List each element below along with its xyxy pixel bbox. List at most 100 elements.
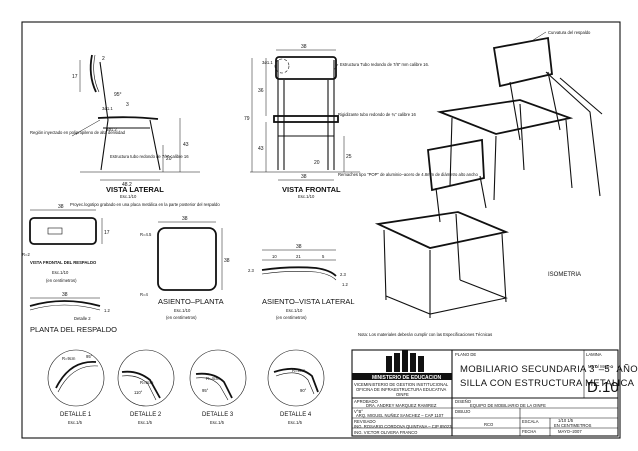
frontal-title: VISTA FRONTAL [282,185,341,194]
frontal-dim-25: 25 [346,154,352,160]
isometric-view: Curvatura del respaldo ISOMETRIA [374,30,603,318]
lateral-seat [97,116,159,120]
frontal-note-rig: Rigidizante tubo redondo de ¾" calibre 1… [338,112,417,117]
frontal-dim-36: 36 [258,88,264,94]
respaldo-shape [29,217,97,245]
tb-lamina-label: LAMINA [586,352,602,357]
tb-aprobado: DRA. ANDREY MARQUEZ RAMIREZ [366,403,437,408]
detail-3-title: DETALLE 3 [202,412,234,418]
asiento-lateral-dim-23b: 2.3 [340,272,346,277]
detail-1-scale: Esc.1/5 [68,420,83,425]
respaldo-scale: Esc.1/10 [52,270,69,275]
tb-revisado1: ING. ROSARIO CORDOVA QUINTANA – CIP 8502… [354,424,452,429]
lateral-dim-r1: 3ø1.1 [102,106,113,111]
lateral-dim-20: 20 [166,156,172,162]
frontal-note-tube: Estructura Tubo redondo de 7/8" mm calib… [340,62,429,67]
asiento-lateral-dim-38: 38 [296,244,302,250]
tb-escala-label: ESCALA [522,419,539,424]
detail-4-a: 90° [300,388,307,393]
tb-ministry: MINISTERIO DE EDUCACION [372,375,442,381]
asiento-lateral-dim-21: 21 [296,254,301,259]
respaldo-title: VISTA FRONTAL DEL RESPALDO [30,260,97,265]
lateral-dim-3: 3 [126,102,129,108]
frontal-view: 38 3ø1.1 36 79 43 25 20 38 Estructura Tu… [244,44,479,199]
lateral-view: 2 17 95° 3 3ø1.1 3ø1.2 43 20 48.2 Región… [30,54,200,199]
planta-respaldo-dim-38: 38 [62,292,68,298]
tb-diseno: EQUIPO DE MOBILIARIO DE LA OINFE [470,403,546,408]
lateral-scale: Esc.1/10 [120,194,137,199]
ministry-logo [386,350,424,372]
tb-vb-label: V°B° [354,409,363,414]
detail-3-scale: Esc.1/5 [210,420,225,425]
title-block: MINISTERIO DE EDUCACION VICEMINISTERIO D… [351,349,638,437]
tb-lamina-num: D.10 [587,379,619,396]
tb-vb: ARQ. MIGUEL NUÑEZ SANCHEZ – CAP 1107 [356,413,444,418]
detail-3-a: 95° [202,388,209,393]
detail-4-r: R=9cm [292,368,306,373]
frontal-note-rivet: Remaches tipo "POP" de aluminio–acero de… [338,172,479,177]
asiento-planta: 38 R=4.5 38 R=4 ASIENTO–PLANTA Esc.1/10 … [140,216,230,320]
detail-2-r: R=9cm [140,380,154,385]
iso-note-curve: Curvatura del respaldo [548,30,591,35]
tb-aprobado-label: APROBADO [354,399,378,404]
tb-plano-l1: MOBILIARIO SECUNDARIA 3°–5° AÑO [460,364,638,375]
detail-4-scale: Esc.1/5 [288,420,303,425]
materials-note: Nota: Los materiales deberán cumplir con… [358,332,492,337]
asiento-planta-unit: (en centímetros) [166,315,197,320]
detail-3-r: R=4cm [206,376,220,381]
lateral-dim-17: 17 [72,74,78,80]
frontal-seat [273,115,339,123]
asiento-planta-title: ASIENTO–PLANTA [158,297,224,306]
asiento-lateral-dim-5: 5 [322,254,325,259]
detail-2-a: 110° [134,390,143,395]
lateral-backrest [89,54,97,93]
detail-2-title: DETALLE 2 [130,412,162,418]
iso-chair-front-backrest [427,138,485,192]
detail-1-a: 95° [86,354,93,359]
frontal-dim-38: 38 [301,44,307,50]
frontal-dim-79: 79 [244,116,250,122]
asiento-planta-scale: Esc.1/10 [174,308,191,313]
lateral-dim-43: 43 [183,142,189,148]
tb-diseno-label: DISEÑO [455,399,472,404]
lateral-note-tube: Estructura tubo redondo de 7/8" calibre … [110,154,189,159]
lateral-title: VISTA LATERAL [106,185,164,194]
tb-escala-unit: EN CENTIMETROS [554,423,592,428]
tb-fecha-label: FECHA [522,429,536,434]
planta-respaldo: 38 1.2 Detalle 2 PLANTA DEL RESPALDO [29,292,117,334]
planta-respaldo-curve [29,300,101,307]
tb-plano-l2: SILLA CON ESTRUCTURA METALICA [460,378,635,389]
lateral-dim-482: 48.2 [122,182,132,188]
asiento-lateral-dim-23: 2.3 [248,268,254,273]
detail-4-title: DETALLE 4 [280,412,312,418]
respaldo-logo-plate [47,227,63,235]
iso-chair-rear-backrest [492,36,553,88]
tb-office: OFICINA DE INFRAESTRUCTURA EDUCATIVA [356,387,447,392]
tb-ofie: OINFE [396,392,409,397]
tb-fecha: MAYO–2007 [558,429,582,434]
asiento-lateral-title: ASIENTO–VISTA LATERAL [262,297,355,306]
asiento-planta-dim-r45: R=4.5 [140,232,152,237]
lateral-back-tube [99,61,109,171]
tb-revisado2: ING. VICTOR OLIVERA FRANCO [354,430,418,435]
frontal-dim-r: 3ø1.1 [262,60,273,65]
respaldo-dim-38: 38 [58,204,64,210]
detail-1-title: DETALLE 1 [60,412,92,418]
tb-revisado-label: REVISADO [354,419,376,424]
tb-dibujo-label: DIBUJO [455,409,471,414]
asiento-lateral-unit: (en centímetros) [276,315,307,320]
detail-1: R=9cm 95° DETALLE 1 Esc.1/5 [47,349,105,425]
lateral-dim-r2: 3ø1.2 [106,127,117,132]
asiento-lateral-dim-12: 1.2 [342,282,348,287]
planta-respaldo-detail: Detalle 2 [74,316,91,321]
asiento-lateral-shape [261,266,337,277]
planta-respaldo-dim-12: 1.2 [104,308,110,313]
lateral-dim-95: 95° [114,92,122,98]
details-row: R=9cm 95° DETALLE 1 Esc.1/5 R=9cm 110° D… [47,349,325,425]
frontal-scale: Esc.1/10 [298,194,315,199]
frontal-dim-20: 20 [314,160,320,166]
asiento-planta-dim-38b: 38 [224,258,230,264]
asiento-planta-dim-r4: R=4 [140,292,148,297]
tb-escala: 1/10 1/5 [558,418,574,423]
asiento-planta-dim-38: 38 [182,216,188,222]
